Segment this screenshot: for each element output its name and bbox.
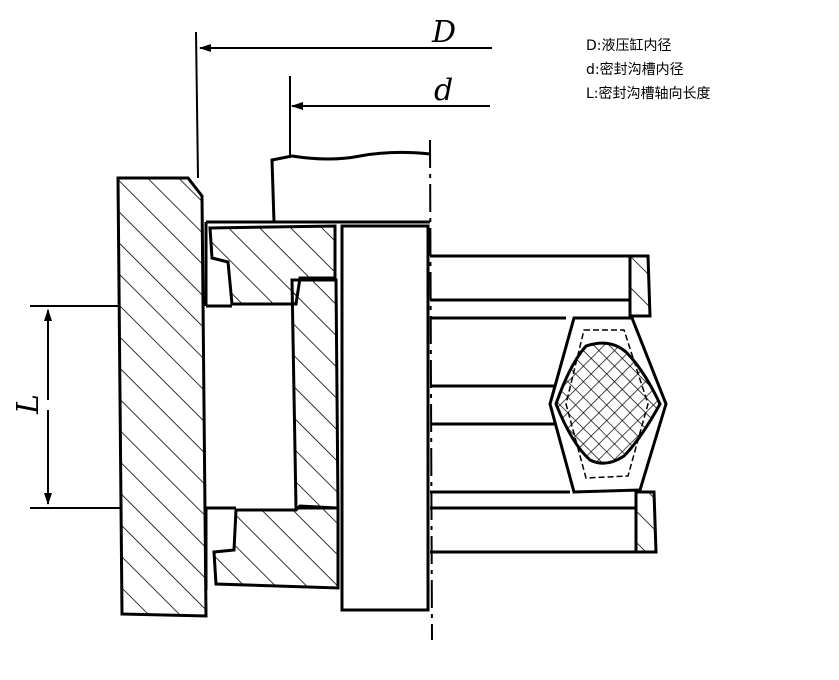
legend-L: L:密封沟槽轴向长度 <box>586 86 711 102</box>
backup-ring-lower <box>634 490 658 554</box>
dimension-d-label: d <box>434 73 453 108</box>
backup-ring-upper <box>628 254 652 318</box>
cylinder-cap <box>116 176 208 618</box>
legend-D: D:液压缸内径 <box>586 38 672 54</box>
dimension-D-label: D <box>431 15 456 50</box>
gland-lower <box>212 504 340 590</box>
legend: D:液压缸内径 d:密封沟槽内径 L:密封沟槽轴向长度 <box>586 34 711 106</box>
dimension-L-label: L <box>11 394 46 415</box>
o-ring <box>554 341 662 465</box>
housing-outline <box>204 150 431 590</box>
groove-upper-housing <box>430 254 656 554</box>
legend-d: d:密封沟槽内径 <box>586 62 684 78</box>
guide-bushing <box>290 278 340 510</box>
dimension-d <box>289 76 490 156</box>
piston-rod <box>340 224 430 612</box>
dimension-L <box>30 305 120 509</box>
center-line <box>429 139 433 641</box>
dimension-D <box>195 31 492 179</box>
